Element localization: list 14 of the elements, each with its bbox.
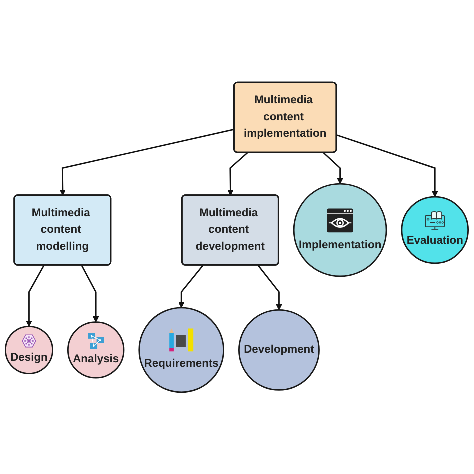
node-circle: Design bbox=[4, 325, 54, 374]
node-circle: Evaluation bbox=[401, 196, 470, 264]
arrow bbox=[228, 152, 248, 196]
arrow bbox=[26, 264, 45, 326]
arrow bbox=[323, 152, 344, 184]
arrow bbox=[81, 264, 100, 322]
node-circle: Requirements bbox=[138, 306, 224, 393]
arrow bbox=[258, 264, 282, 310]
node-circle: Implementation bbox=[293, 182, 388, 277]
arrow bbox=[60, 128, 235, 196]
arrow bbox=[178, 264, 204, 308]
node-circle: Analysis bbox=[67, 321, 125, 378]
arrow bbox=[336, 134, 438, 197]
node-circle: Development bbox=[238, 308, 320, 390]
